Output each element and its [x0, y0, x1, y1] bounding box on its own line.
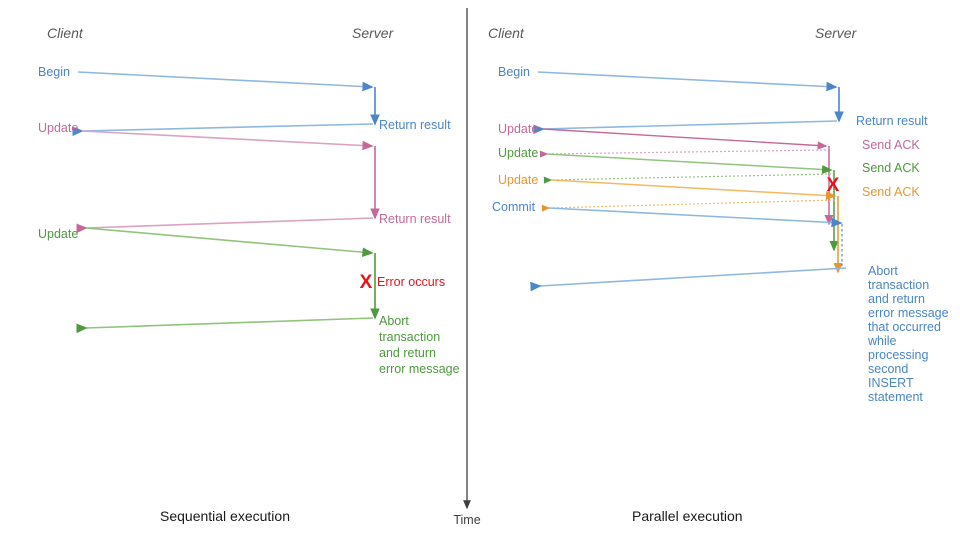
right-arrow-abort [530, 267, 847, 292]
left-arrow-abort [76, 317, 374, 334]
left-note-line-2: transaction [379, 330, 440, 344]
right-msg-ack-3-label: Send ACK [862, 185, 920, 199]
right-msg-ack-2-label: Send ACK [862, 161, 920, 175]
right-arrow-return-result [533, 120, 838, 135]
left-actor-client: Client [47, 25, 84, 41]
right-arrow-ack-1 [539, 149, 827, 158]
left-msg-return-result-2-label: Return result [379, 212, 451, 226]
left-msg-return-result-1-label: Return result [379, 118, 451, 132]
right-arrow-update-1 [542, 128, 828, 150]
right-note-line-7: processing [868, 348, 928, 362]
right-actor-server: Server [815, 25, 858, 41]
left-arrow-update-1 [81, 130, 374, 151]
right-msg-commit-label: Commit [492, 200, 536, 214]
left-arrow-return-result-2 [76, 217, 374, 234]
right-note-line-6: while [867, 334, 897, 348]
right-arrow-commit [548, 207, 843, 228]
right-panel: Client Server Begin Return result Update… [488, 25, 949, 524]
left-error-label: Error occurs [377, 275, 445, 289]
right-note-line-1: Abort [868, 264, 898, 278]
left-msg-update-1-label: Update [38, 121, 78, 135]
right-arrow-ack-3 [541, 199, 836, 212]
right-arrow-update-3 [550, 179, 837, 200]
right-note-line-8: second [868, 362, 908, 376]
time-axis: Time [453, 8, 481, 527]
left-note-line-1: Abort [379, 314, 409, 328]
right-note-line-3: and return [868, 292, 925, 306]
left-note-line-4: error message [379, 362, 460, 376]
left-note-line-3: and return [379, 346, 436, 360]
right-msg-ack-1-label: Send ACK [862, 138, 920, 152]
left-msg-begin-label: Begin [38, 65, 70, 79]
right-arrow-begin [537, 71, 838, 92]
right-msg-begin-label: Begin [498, 65, 530, 79]
right-actor-client: Client [488, 25, 525, 41]
right-note-line-9: INSERT [868, 376, 914, 390]
right-msg-update-1-label: Update [498, 122, 538, 136]
right-arrow-ack-2 [543, 173, 832, 184]
right-arrow-update-2 [546, 153, 833, 174]
left-msg-update-2-label: Update [38, 227, 78, 241]
right-msg-update-2-label: Update [498, 146, 538, 160]
time-axis-label: Time [453, 513, 480, 527]
right-note-line-4: error message [868, 306, 949, 320]
left-arrow-update-2 [85, 227, 374, 257]
right-note-line-2: transaction [868, 278, 929, 292]
left-error-x-icon: X [360, 272, 373, 293]
right-msg-return-result-label: Return result [856, 114, 928, 128]
left-actor-server: Server [352, 25, 395, 41]
left-panel-caption: Sequential execution [160, 508, 290, 524]
left-arrow-begin [77, 71, 374, 92]
right-note-line-5: that occurred [868, 320, 941, 334]
right-error-x-icon: X [827, 175, 840, 196]
left-panel: Client Server Begin Return result Update… [38, 25, 460, 524]
right-panel-caption: Parallel execution [632, 508, 743, 524]
left-arrow-return-result-1 [72, 123, 374, 137]
right-msg-update-3-label: Update [498, 173, 538, 187]
right-note-line-10: statement [868, 390, 923, 404]
